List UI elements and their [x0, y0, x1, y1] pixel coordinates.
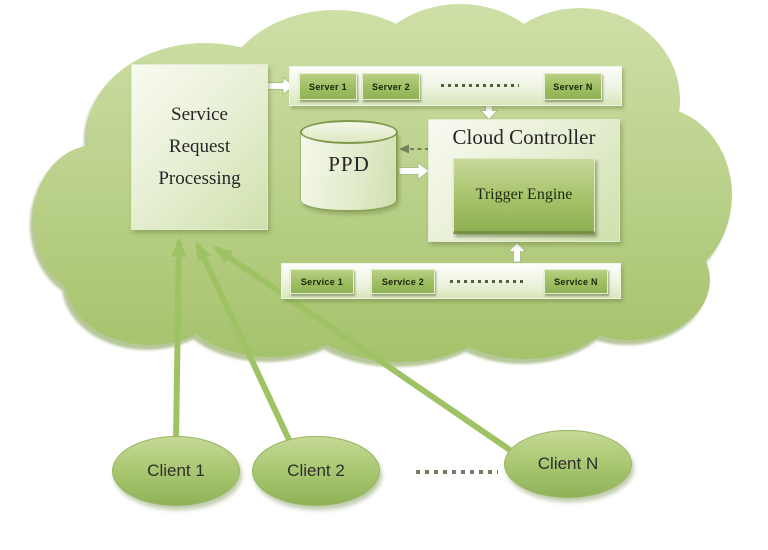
servers-ellipsis-dots: [441, 84, 519, 87]
server-2-node: Server 2: [362, 73, 420, 100]
trigger-engine-box: Trigger Engine: [453, 158, 595, 234]
ppd-cylinder-body: [300, 132, 398, 212]
client-2-label: Client 2: [287, 461, 345, 480]
service-2-node: Service 2: [371, 269, 435, 294]
services-ellipsis-dots: [450, 280, 526, 283]
client-n-node: Client N: [504, 430, 632, 498]
connector-client2-to-srp: [195, 240, 293, 444]
cloud-controller-box: Cloud Controller Trigger Engine: [428, 119, 620, 242]
servers-rack: Server 1 Server 2 Server N: [289, 66, 622, 106]
service-2-label: Service 2: [381, 276, 425, 287]
service-1-label: Service 1: [300, 276, 344, 287]
arrow-controller-to-ppd-dashed: [399, 144, 429, 154]
server-n-node: Server N: [544, 73, 602, 100]
arrow-services-to-controller: [507, 241, 527, 263]
service-1-node: Service 1: [290, 269, 354, 294]
cloud-controller-label: Cloud Controller: [452, 125, 596, 149]
ppd-cylinder-top: [300, 120, 398, 144]
services-rack: Service 1 Service 2 Service N: [281, 263, 621, 299]
service-request-processing-label: Service Request Processing: [158, 103, 241, 190]
trigger-engine-label: Trigger Engine: [475, 186, 573, 203]
server-n-label: Server N: [553, 81, 593, 92]
connector-client1-to-srp: [171, 237, 187, 443]
connector-clientN-to-srp: [212, 246, 512, 453]
server-2-label: Server 2: [372, 81, 410, 92]
service-n-node: Service N: [544, 269, 608, 294]
clients-ellipsis-dots: [416, 470, 498, 474]
client-n-label: Client N: [537, 454, 599, 473]
arrow-srp-to-servers: [265, 76, 295, 96]
client-1-node: Client 1: [112, 436, 240, 506]
client-connectors: [171, 237, 512, 453]
arrow-ppd-to-controller: [398, 161, 430, 181]
ppd-label: PPD: [328, 152, 370, 176]
ppd-database: PPD: [300, 120, 398, 212]
service-n-label: Service N: [554, 276, 598, 287]
server-1-label: Server 1: [309, 81, 347, 92]
server-1-node: Server 1: [299, 73, 357, 100]
service-request-processing-box: Service Request Processing: [131, 64, 268, 230]
flow-arrows: [265, 76, 527, 263]
client-2-node: Client 2: [252, 436, 380, 506]
client-1-label: Client 1: [147, 461, 205, 480]
